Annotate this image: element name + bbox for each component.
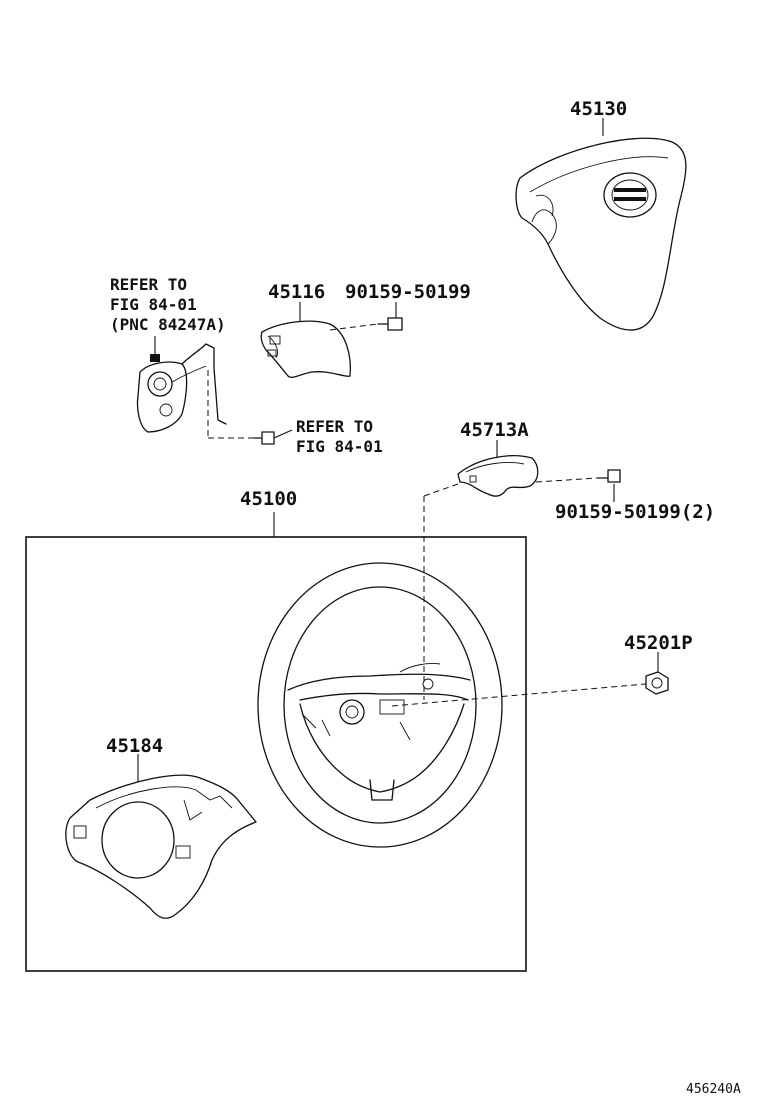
refer-note-1-line3: (PNC 84247A)	[110, 315, 226, 334]
airbag-cover-45130[interactable]	[515, 137, 687, 331]
nut-45201P[interactable]	[645, 671, 669, 695]
label-45713A: 45713A	[460, 419, 529, 441]
refer-note-2-line1: REFER TO	[296, 417, 373, 436]
label-45201P: 45201P	[624, 632, 693, 654]
figure-code: 456240A	[686, 1082, 741, 1097]
label-90159-50199-a: 90159-50199	[345, 281, 471, 303]
assembly-box-45100	[25, 536, 527, 972]
refer-note-1-line2: FIG 84-01	[110, 295, 197, 314]
label-45184: 45184	[106, 735, 163, 757]
bolt-refer[interactable]	[253, 431, 275, 445]
refer-note-2-line2: FIG 84-01	[296, 437, 383, 456]
steering-wheel-45100[interactable]	[257, 562, 503, 848]
spiral-cable-assembly[interactable]	[136, 343, 227, 433]
label-90159-50199-2: 90159-50199(2)	[555, 501, 715, 523]
bolt-90159-50199[interactable]	[377, 317, 403, 331]
label-45116: 45116	[268, 281, 325, 303]
cover-45116[interactable]	[260, 320, 352, 378]
switch-45713A[interactable]	[457, 455, 539, 497]
bolt-90159-50199-2[interactable]	[597, 469, 621, 483]
label-45130: 45130	[570, 98, 627, 120]
refer-note-1-line1: REFER TO	[110, 275, 187, 294]
label-45100: 45100	[240, 488, 297, 510]
lower-cover-45184[interactable]	[65, 774, 257, 919]
